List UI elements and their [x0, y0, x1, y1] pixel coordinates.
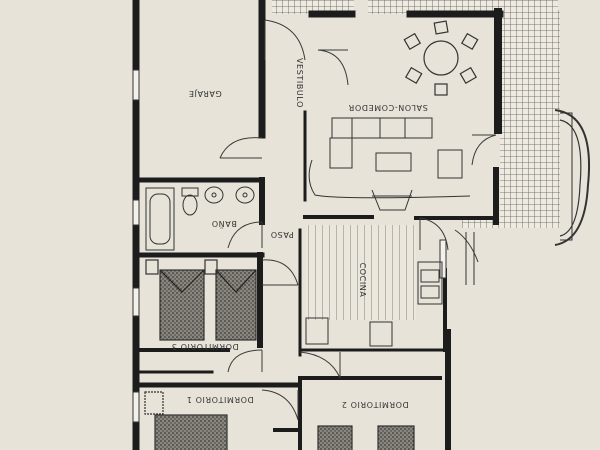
label-garaje: GARAJE [188, 89, 221, 98]
doors [219, 19, 497, 421]
windows [132, 69, 447, 423]
label-bano: BAÑO [211, 219, 237, 229]
living-furniture [308, 117, 471, 211]
label-dormitorio-2: DORMITORIO 2 [341, 400, 409, 409]
bathroom-fixtures [145, 186, 255, 251]
label-dormitorio-3: DORMITORIO 3 [171, 342, 239, 351]
kitchen-fixtures [305, 232, 475, 347]
label-salon-comedor: SALON-COMEDOR [348, 103, 428, 112]
label-cocina: COCINA [358, 263, 367, 298]
kitchen-floor [306, 225, 416, 320]
label-dormitorio-1: DORMITORIO 1 [186, 395, 254, 404]
dining-table [403, 20, 479, 96]
label-paso: PASO [270, 230, 294, 239]
lower-beds [154, 414, 415, 450]
terrace-tiles [272, 0, 590, 246]
label-vestibulo: VESTIBULO [295, 58, 304, 108]
dorm3-beds [144, 259, 257, 415]
